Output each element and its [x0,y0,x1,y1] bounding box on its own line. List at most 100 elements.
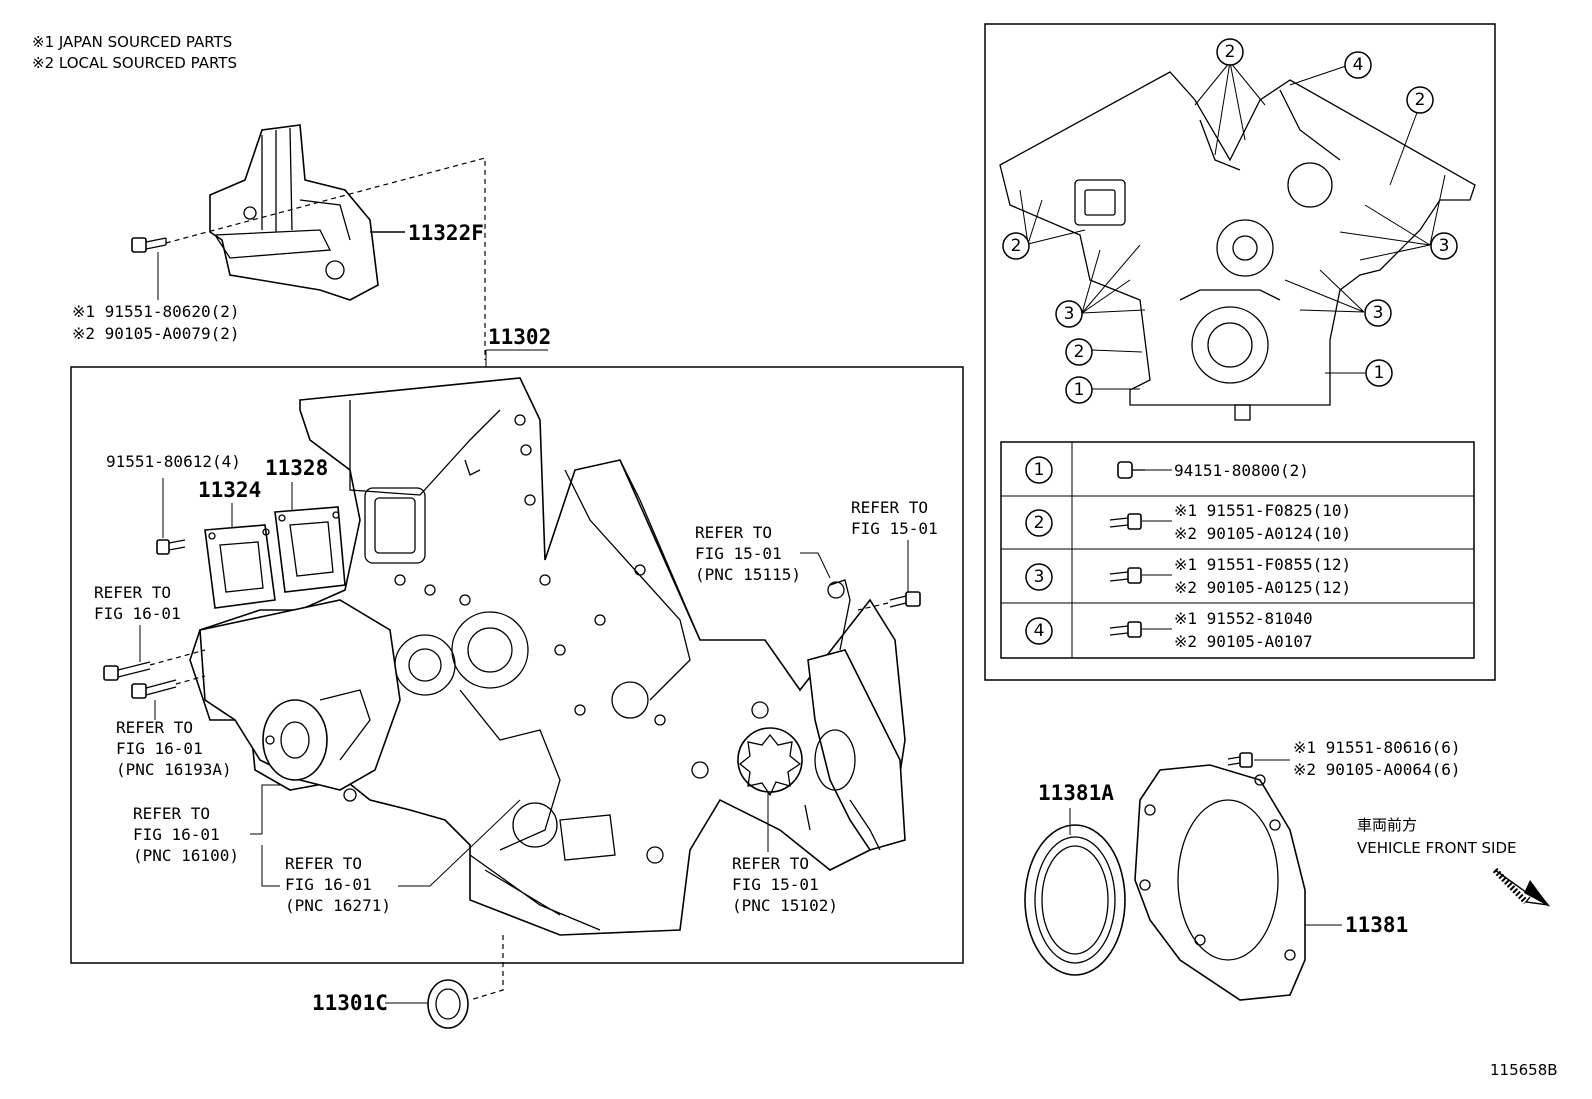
svg-text:※2 90105-A0107: ※2 90105-A0107 [1174,632,1313,651]
timing-cover-frame [70,366,964,964]
retainer-11381-drawing [1134,764,1306,1001]
bolt-icon [131,237,167,253]
bolt-icon [156,539,186,555]
svg-text:(PNC 15115): (PNC 15115) [695,565,801,584]
svg-text:4: 4 [1034,621,1045,641]
svg-text:※1 91551-F0855(12): ※1 91551-F0855(12) [1174,555,1351,574]
refer-15-01-bolt: REFER TO FIG 15-01 [851,498,938,538]
svg-text:3: 3 [1373,303,1384,323]
svg-text:(PNC 16271): (PNC 16271) [285,896,391,915]
callout-bolt-80612: 91551-80612(4) [106,452,241,471]
callout-11381A: 11381A [1038,781,1114,805]
svg-text:2: 2 [1225,42,1236,62]
svg-text:2: 2 [1011,236,1022,256]
callout-11322F: 11322F [408,221,484,245]
gasket-11328-drawing [274,506,346,593]
svg-text:3: 3 [1064,304,1075,324]
svg-text:REFER TO: REFER TO [851,498,928,517]
oil-seal-11301C-drawing [427,979,469,1029]
callout-bolt-80620-japan: ※1 91551-80620(2) [72,302,240,321]
svg-text:2: 2 [1074,342,1085,362]
svg-text:REFER TO: REFER TO [94,583,171,602]
timing-chain-cover-drawing [189,377,906,936]
svg-text:(PNC 16193A): (PNC 16193A) [116,760,232,779]
svg-text:FIG 16-01: FIG 16-01 [285,875,372,894]
callout-11381: 11381 [1345,913,1408,937]
bolt-table-row-4: 4 ※1 91552-81040 ※2 90105-A0107 [1025,609,1313,651]
bracket-11322F-drawing [209,124,379,301]
note-local-sourced: ※2 LOCAL SOURCED PARTS [32,54,237,72]
inset-marker-3-right: 3 [1364,299,1392,327]
svg-text:REFER TO: REFER TO [133,804,210,823]
svg-text:FIG 15-01: FIG 15-01 [732,875,819,894]
svg-text:※1 91552-81040: ※1 91552-81040 [1174,609,1313,628]
svg-text:※2 90105-A0124(10): ※2 90105-A0124(10) [1174,524,1351,543]
refer-16193A: REFER TO FIG 16-01 (PNC 16193A) [116,718,232,779]
svg-text:2: 2 [1415,90,1426,110]
bolt-icon [889,591,921,608]
callout-bolt-80616-japan: ※1 91551-80616(6) [1293,738,1461,757]
svg-text:FIG 15-01: FIG 15-01 [851,519,938,538]
svg-text:REFER TO: REFER TO [695,523,772,542]
refer-16100: REFER TO FIG 16-01 (PNC 16100) [133,804,239,865]
refer-16-01-bolts: REFER TO FIG 16-01 [94,583,181,623]
callout-11328: 11328 [265,456,328,480]
svg-text:(PNC 15102): (PNC 15102) [732,896,838,915]
callout-11324: 11324 [198,478,261,502]
nut-icon [1117,461,1145,479]
bolt-icon [103,661,151,681]
svg-text:※2 90105-A0125(12): ※2 90105-A0125(12) [1174,578,1351,597]
inset-marker-4: 4 [1344,51,1372,79]
svg-text:1: 1 [1074,380,1085,400]
gasket-11324-drawing [204,524,276,609]
inset-marker-2-right: 2 [1406,86,1434,114]
inset-marker-3-left: 3 [1055,300,1083,328]
svg-text:1: 1 [1034,460,1045,480]
inset-cover-outline [999,71,1476,421]
refer-15102: REFER TO FIG 15-01 (PNC 15102) [732,854,838,915]
callout-bolt-80616-local: ※2 90105-A0064(6) [1293,760,1461,779]
water-pump-drawing [199,599,401,802]
inset-leader-lines [1019,61,1446,390]
bolt-table-row-3: 3 ※1 91551-F0855(12) ※2 90105-A0125(12) [1025,555,1351,597]
svg-text:FIG 16-01: FIG 16-01 [133,825,220,844]
bolt-icon [1227,752,1253,768]
refer-15115: REFER TO FIG 15-01 (PNC 15115) [695,523,801,584]
svg-text:94151-80800(2): 94151-80800(2) [1174,461,1309,480]
svg-text:1: 1 [1374,363,1385,383]
bolt-icon [131,679,177,699]
bolt-table-row-1: 1 94151-80800(2) [1025,456,1309,484]
svg-text:REFER TO: REFER TO [116,718,193,737]
note-japan-sourced: ※1 JAPAN SOURCED PARTS [32,33,232,51]
inset-marker-2-left: 2 [1002,232,1030,260]
callout-11302: 11302 [488,325,551,349]
svg-text:4: 4 [1353,55,1364,75]
bolt-table-row-2: 2 ※1 91551-F0825(10) ※2 90105-A0124(10) [1025,501,1351,543]
inset-marker-1-left: 1 [1065,376,1093,404]
figure-id: 115658B [1490,1061,1558,1079]
inset-marker-3-right-top: 3 [1430,232,1458,260]
svg-text:REFER TO: REFER TO [732,854,809,873]
direction-label-jp: 車両前方 [1357,816,1417,834]
front-direction-arrow-icon [1492,867,1550,907]
callout-bolt-80620-local: ※2 90105-A0079(2) [72,324,240,343]
svg-text:FIG 16-01: FIG 16-01 [116,739,203,758]
refer-16271: REFER TO FIG 16-01 (PNC 16271) [285,854,391,915]
svg-text:REFER TO: REFER TO [285,854,362,873]
inset-marker-1-right: 1 [1365,359,1393,387]
svg-text:FIG 16-01: FIG 16-01 [94,604,181,623]
oil-seal-11381A-drawing [1024,824,1126,976]
svg-text:3: 3 [1439,236,1450,256]
inset-frame [984,23,1496,681]
svg-text:※1 91551-F0825(10): ※1 91551-F0825(10) [1174,501,1351,520]
bolt-icon [1109,567,1142,584]
svg-text:3: 3 [1034,567,1045,587]
bolt-icon [1109,621,1142,638]
bolt-table [1000,441,1475,659]
callout-11301C: 11301C [312,991,388,1015]
inset-marker-2-lower: 2 [1065,338,1093,366]
svg-text:FIG 15-01: FIG 15-01 [695,544,782,563]
inset-marker-2-top: 2 [1216,38,1244,66]
direction-label-en: VEHICLE FRONT SIDE [1357,839,1517,857]
